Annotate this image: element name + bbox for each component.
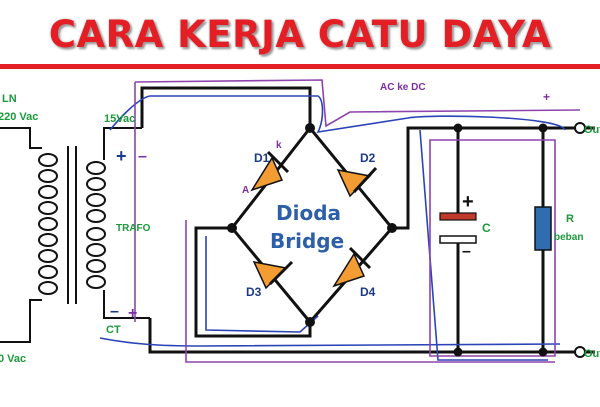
cap-plate-top [439,212,477,221]
label-cap-minus: – [462,243,471,260]
label-d2: D2 [360,151,376,165]
primary-wire-top [0,127,42,149]
label-capacitor: C [482,221,491,235]
title-underline [0,64,600,69]
terminal-out-bottom [574,346,586,358]
title-banner: CARA KERJA CATU DAYA [0,0,600,69]
label-d1: D1 [254,151,270,165]
cap-plate-bottom [439,235,477,244]
diode-d4 [332,246,372,288]
resistor-beban [534,206,552,251]
purple-trace-top [134,79,581,128]
junction-dots [227,123,548,357]
label-out-bottom: Out [584,348,600,360]
label-dioda: Dioda [276,201,341,225]
transformer [0,127,150,343]
label-k: k [276,140,282,151]
label-ln: LN [2,93,17,105]
wire-ground-rail [148,318,595,354]
purple-trace-box [429,139,556,357]
capacitor [439,212,477,244]
diode-d2 [336,166,378,198]
label-ct-plus: + [128,305,137,322]
label-beban: beban [554,232,583,243]
wire-bridge-left [194,226,312,338]
label-cap-plus: + [462,191,474,213]
blue-trace-bottom [99,337,561,347]
wire-positive-rail [392,126,595,230]
label-r: R [566,213,574,225]
label-ac-ke-dc: AC ke DC [380,82,426,93]
page-title: CARA KERJA CATU DAYA [47,12,552,58]
label-a: A [242,185,249,196]
wire-to-bridge-top [140,86,312,128]
output-terminals [574,122,586,358]
label-bridge: Bridge [270,229,344,253]
terminal-out-top [574,122,586,134]
diode-d1 [250,150,290,192]
blue-trace-right [419,129,548,361]
label-trafo: TRAFO [116,223,151,234]
label-15vac: 15Vac [104,113,135,125]
current-trace-purple [134,79,581,363]
label-ct-minus: – [110,303,119,320]
secondary-coil [86,161,106,289]
label-0vac: 0 Vac [0,353,26,365]
current-trace-blue [99,95,566,361]
label-secondary-plus: + [116,146,127,166]
label-secondary-minus: – [138,148,147,165]
circuit-wires [140,86,595,354]
label-ct: CT [106,324,121,336]
label-d4: D4 [360,285,376,299]
primary-wire-bottom [0,299,42,343]
diode-d3 [252,260,294,290]
label-out-top: Out [584,124,600,136]
label-d3: D3 [246,285,262,299]
label-220vac: 220 Vac [0,111,38,123]
purple-trace-bottom [185,220,555,363]
secondary-wire-top [103,127,142,160]
label-plus-top: + [543,90,550,104]
primary-coil [38,153,58,295]
